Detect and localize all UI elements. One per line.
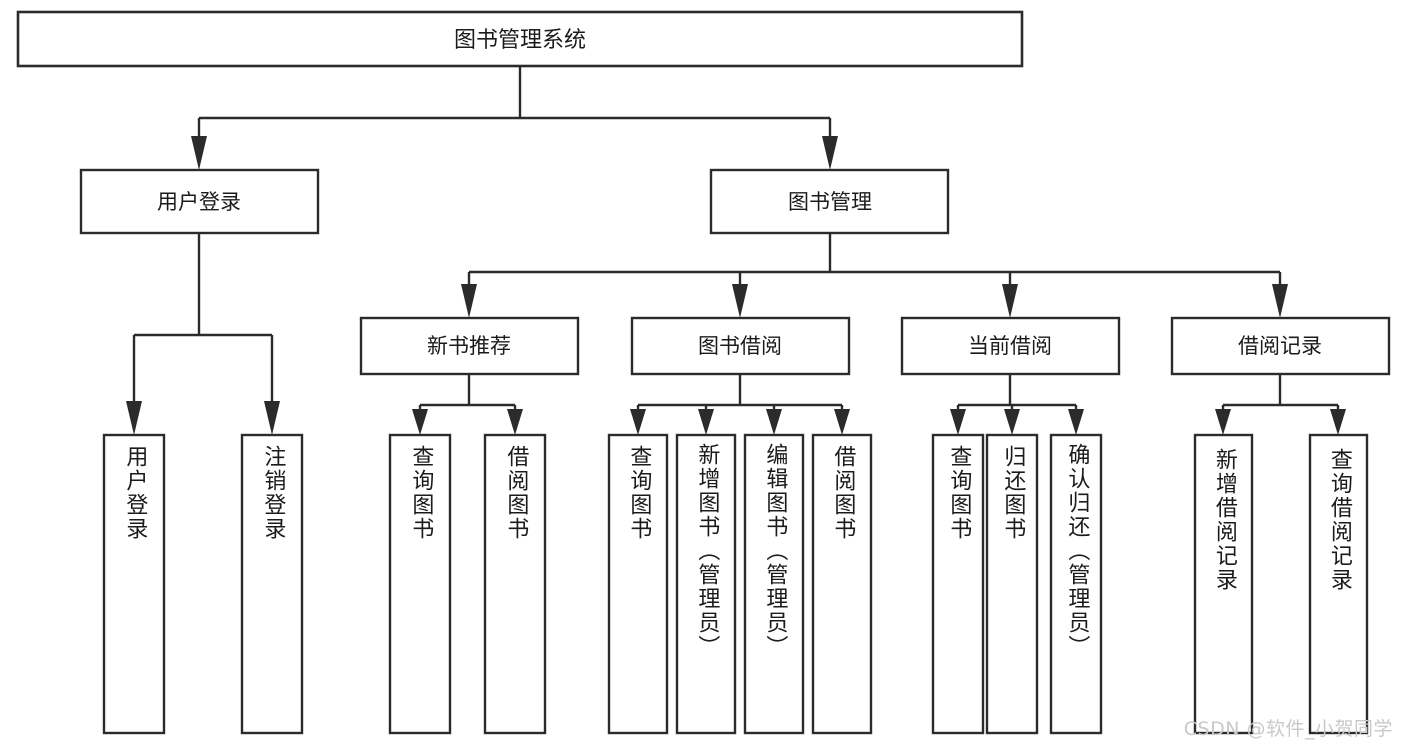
leaf-box-user-login-2[interactable] [240, 433, 304, 735]
node-borrow-record-box [1170, 316, 1391, 376]
leaf-box-current-borrow-2[interactable] [985, 433, 1039, 735]
arrow-head-book-manage [822, 136, 838, 170]
arrow-head-bb-2 [698, 409, 714, 435]
node-book-manage[interactable]: 图书管理 [709, 168, 950, 235]
node-current-borrow-box [900, 316, 1121, 376]
node-book-borrow-label: 图书借阅 [698, 334, 782, 358]
arrow-head-cb-3 [1068, 409, 1084, 435]
leaf-box-current-borrow-1[interactable] [931, 433, 985, 735]
node-current-borrow-label: 当前借阅 [968, 334, 1052, 358]
node-user-login-label: 用户登录 [157, 190, 241, 214]
node-new-book-recommend-box [359, 316, 580, 376]
arrow-head-user-login [191, 136, 207, 170]
node-new-book-recommend[interactable]: 新书推荐 [359, 316, 580, 376]
arrow-head-l3-1 [461, 284, 477, 318]
node-new-book-recommend-label: 新书推荐 [427, 334, 511, 358]
node-borrow-record[interactable]: 借阅记录 [1170, 316, 1391, 376]
node-book-borrow-box [630, 316, 851, 376]
node-book-manage-label: 图书管理 [788, 190, 872, 214]
arrow-head-nbr-1 [412, 409, 428, 435]
arrow-head-cb-1 [950, 409, 966, 435]
arrow-head-l3-4 [1272, 284, 1288, 318]
arrow-head-bb-1 [630, 409, 646, 435]
arrow-head-ul-1 [126, 401, 142, 435]
node-book-borrow[interactable]: 图书借阅 [630, 316, 851, 376]
arrow-head-cb-2 [1004, 409, 1020, 435]
node-current-borrow[interactable]: 当前借阅 [900, 316, 1121, 376]
leaf-box-current-borrow-3[interactable] [1049, 433, 1103, 735]
leaf-box-book-borrow-3[interactable] [743, 433, 805, 735]
arrow-head-nbr-2 [507, 409, 523, 435]
node-borrow-record-label: 借阅记录 [1238, 334, 1322, 358]
node-root[interactable]: 图书管理系统 [16, 10, 1024, 68]
leaf-box-book-borrow-1[interactable] [607, 433, 669, 735]
leaf-box-user-login-1[interactable] [102, 433, 166, 735]
node-user-login[interactable]: 用户登录 [79, 168, 320, 235]
leaf-box-new-book-recommend-1[interactable] [388, 433, 452, 735]
arrow-head-bb-3 [766, 409, 782, 435]
node-root-box [16, 10, 1024, 68]
leaf-box-borrow-record-2[interactable] [1308, 433, 1369, 735]
leaf-box-new-book-recommend-2[interactable] [483, 433, 547, 735]
node-book-manage-box [709, 168, 950, 235]
leaf-box-book-borrow-2[interactable] [675, 433, 737, 735]
arrow-head-bb-4 [834, 409, 850, 435]
leaf-box-book-borrow-4[interactable] [811, 433, 873, 735]
arrow-head-l3-2 [732, 284, 748, 318]
arrow-head-br-2 [1330, 409, 1346, 435]
node-root-label: 图书管理系统 [454, 28, 586, 53]
arrow-head-br-1 [1215, 409, 1231, 435]
arrow-head-ul-2 [264, 401, 280, 435]
leaf-box-borrow-record-1[interactable] [1193, 433, 1254, 735]
arrow-head-l3-3 [1002, 284, 1018, 318]
watermark-text: CSDN @软件_小贺同学 [1183, 718, 1393, 740]
